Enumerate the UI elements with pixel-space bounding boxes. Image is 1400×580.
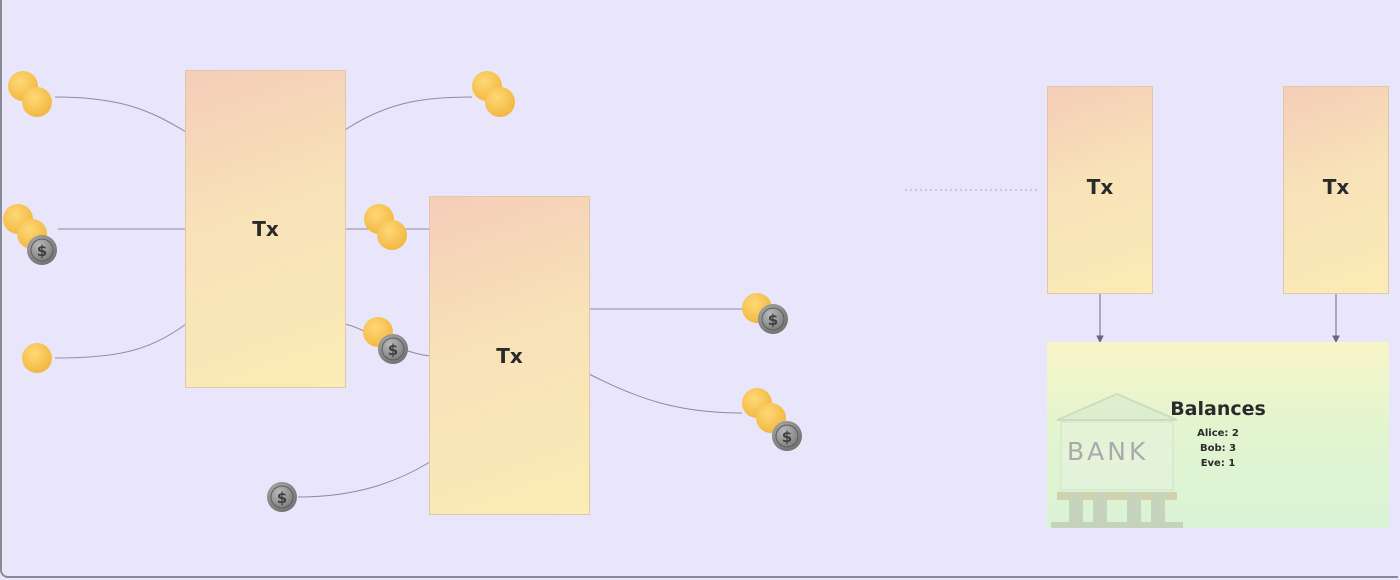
balance-line-eve: Eve: 1	[1200, 458, 1236, 469]
connector-line	[54, 96, 187, 133]
transaction-label: Tx	[496, 343, 523, 368]
connector-line	[297, 461, 431, 498]
connector-line	[588, 373, 743, 414]
connector-line	[344, 96, 473, 131]
connector-line	[344, 323, 431, 357]
arrowhead	[1096, 335, 1104, 344]
bank-sign: BANK	[1067, 437, 1149, 466]
balance-line-alice: Alice: 2	[1197, 428, 1239, 439]
transaction-label: Tx	[1322, 175, 1350, 199]
balances-title: Balances	[1170, 398, 1266, 420]
transaction-box-3: Tx	[1047, 86, 1153, 294]
connector-line	[54, 323, 187, 359]
transaction-label: Tx	[1086, 175, 1114, 199]
transaction-box-1: Tx	[185, 70, 346, 388]
balance-line-bob: Bob: 3	[1199, 443, 1237, 454]
balances-panel: BANK Balances Alice: 2 Bob: 3 Eve: 1	[1047, 342, 1389, 528]
arrowhead	[1332, 335, 1340, 344]
transaction-box-2: Tx	[429, 196, 590, 515]
transaction-box-4: Tx	[1283, 86, 1389, 294]
bank-building-icon	[1051, 392, 1183, 528]
transaction-label: Tx	[252, 217, 279, 241]
